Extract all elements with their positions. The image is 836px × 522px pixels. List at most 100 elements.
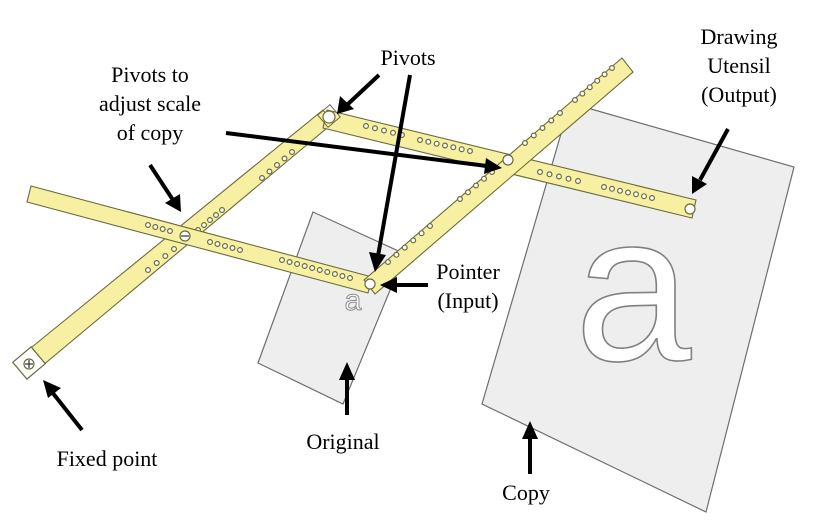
adjustment-hole <box>207 217 214 224</box>
adjustment-hole <box>548 117 555 124</box>
arrow-pivots-top <box>346 73 381 106</box>
lower-arm-to-pointer <box>26 185 373 294</box>
adjustment-hole <box>213 212 220 219</box>
top-pivot <box>322 110 336 124</box>
adjustment-hole <box>640 193 647 200</box>
label-pivots: Pivots <box>380 45 435 70</box>
arrow-adjust-right <box>225 131 488 168</box>
adjustment-hole <box>632 191 639 198</box>
adjustment-hole <box>425 138 432 145</box>
adjustment-hole <box>171 246 178 253</box>
adjustment-hole <box>145 267 152 274</box>
adjustment-hole <box>159 226 166 233</box>
label-drawing-line1: Drawing <box>701 24 778 49</box>
adjustment-hole <box>616 187 623 194</box>
original-sheet: a <box>257 211 406 405</box>
adjustment-hole <box>331 271 338 278</box>
adjustment-hole <box>316 267 323 274</box>
adjustment-hole <box>229 245 236 252</box>
arrow-drawing-utensil <box>698 128 730 181</box>
adjust-holes-long-bar <box>145 149 296 274</box>
adjust-holes-lower-arm <box>145 222 354 282</box>
adjustment-hole <box>601 71 608 78</box>
adjustment-hole <box>152 224 159 231</box>
adjustment-hole <box>385 259 392 266</box>
adjustment-hole <box>347 275 354 282</box>
adjustment-hole <box>289 149 296 156</box>
adjustment-hole <box>608 185 615 192</box>
pivot-points <box>179 104 696 290</box>
adjustment-hole <box>259 175 266 182</box>
adjustment-hole <box>648 195 655 202</box>
adjustment-hole <box>574 178 581 185</box>
original-letter: a <box>345 284 362 317</box>
adjustment-hole <box>530 132 537 139</box>
label-original: Original <box>306 429 379 454</box>
label-drawing-line2: Utensil <box>707 53 771 78</box>
adjustment-hole <box>309 265 316 272</box>
original-paper <box>257 211 406 405</box>
label-pointer-line1: Pointer <box>436 259 500 284</box>
adjustment-hole <box>546 171 553 178</box>
adjustment-hole <box>145 222 152 229</box>
adjustment-hole <box>381 127 388 134</box>
adjustment-hole <box>481 175 488 182</box>
adjustment-hole <box>536 169 543 176</box>
adjustment-hole <box>539 124 546 131</box>
adjustment-hole <box>339 273 346 280</box>
arrow-fixed-point <box>50 390 84 432</box>
label-fixed-point: Fixed point <box>57 446 158 471</box>
adjustment-hole <box>608 64 615 71</box>
adjustment-hole <box>162 253 169 260</box>
label-adjust-line3: of copy <box>117 120 184 145</box>
pointer-pivot <box>364 278 376 290</box>
adjustment-hole <box>266 168 273 175</box>
adjustment-hole <box>410 237 417 244</box>
adjustment-hole <box>473 182 480 189</box>
adjustment-hole <box>418 230 425 237</box>
label-drawing-line3: (Output) <box>701 82 777 107</box>
adjustment-hole <box>417 137 424 144</box>
adjustment-hole <box>521 140 528 147</box>
adjustment-hole <box>465 189 472 196</box>
adjustment-hole <box>458 146 465 153</box>
adjustment-hole <box>393 251 400 258</box>
adjustment-hole <box>372 125 379 132</box>
adjustment-hole <box>281 155 288 162</box>
adjustment-hole <box>363 122 370 129</box>
adjustment-hole <box>427 223 434 230</box>
adjustment-hole <box>433 140 440 147</box>
adjustment-hole <box>219 207 226 214</box>
adjustment-hole <box>237 247 244 254</box>
adjust-holes-top-bar <box>363 122 655 202</box>
adjustment-hole <box>201 222 208 229</box>
copy-sheet: a <box>481 102 795 513</box>
adjustment-hole <box>555 173 562 180</box>
drawing-utensil-pivot <box>684 203 696 215</box>
adjustment-hole <box>579 90 586 97</box>
adjustment-hole <box>390 129 397 136</box>
copy-letter: a <box>575 170 692 405</box>
adjustment-hole <box>207 239 214 246</box>
adjustment-hole <box>214 241 221 248</box>
adjustment-hole <box>600 184 607 191</box>
label-copy: Copy <box>502 480 550 505</box>
adjustment-hole <box>594 77 601 84</box>
adjustment-hole <box>274 162 281 169</box>
label-adjust-line1: Pivots to <box>111 62 189 87</box>
adjust-pivot-right <box>502 154 514 166</box>
label-adjust-line2: adjust scale <box>99 91 201 116</box>
adjustment-hole <box>565 175 572 182</box>
label-pointer-line2: (Input) <box>437 288 498 313</box>
adjustment-hole <box>571 96 578 103</box>
adjustment-hole <box>450 144 457 151</box>
adjustment-hole <box>457 196 464 203</box>
adjustment-hole <box>624 189 631 196</box>
adjustment-hole <box>294 261 301 268</box>
adjustment-hole <box>222 243 229 250</box>
adjustment-hole <box>324 269 331 276</box>
adjustment-hole <box>586 84 593 91</box>
adjustment-hole <box>153 260 160 267</box>
adjustment-hole <box>467 148 474 155</box>
